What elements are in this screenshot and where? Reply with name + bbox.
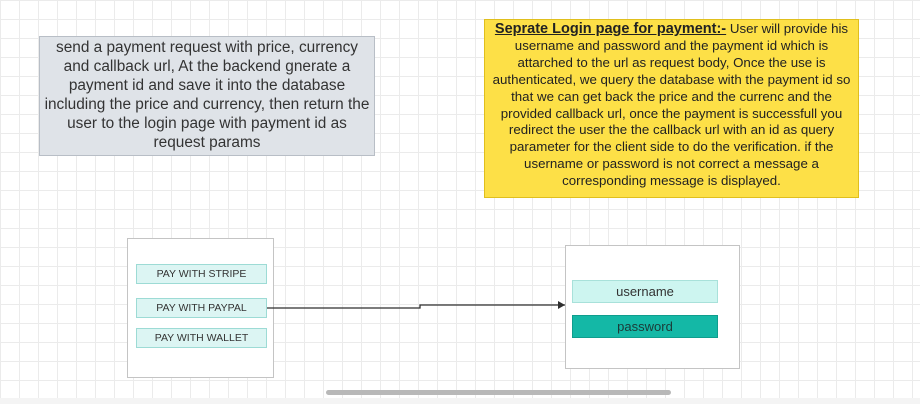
payment-request-note[interactable]: send a payment request with price, curre… <box>39 36 375 156</box>
username-label: username <box>616 284 674 299</box>
pay-with-paypal-label: PAY WITH PAYPAL <box>156 302 247 314</box>
pay-with-wallet-button[interactable]: PAY WITH WALLET <box>136 328 267 348</box>
login-form-frame[interactable] <box>565 245 740 369</box>
pay-with-stripe-button[interactable]: PAY WITH STRIPE <box>136 264 267 284</box>
username-field[interactable]: username <box>572 280 718 303</box>
password-field[interactable]: password <box>572 315 718 338</box>
password-label: password <box>617 319 673 334</box>
pay-with-paypal-button[interactable]: PAY WITH PAYPAL <box>136 298 267 318</box>
horizontal-scrollbar[interactable] <box>326 390 671 395</box>
arrow-head <box>558 301 565 309</box>
pay-with-wallet-label: PAY WITH WALLET <box>154 332 249 344</box>
payment-request-note-text: send a payment request with price, curre… <box>44 39 370 151</box>
login-page-note[interactable]: Seprate Login page for payment:- User wi… <box>484 19 859 198</box>
login-page-note-heading: Seprate Login page for payment:- <box>494 21 727 37</box>
pay-with-stripe-label: PAY WITH STRIPE <box>156 268 247 280</box>
login-page-note-body: User will provide his username and passw… <box>492 21 851 189</box>
connector-line <box>267 304 565 309</box>
canvas-bottom-edge <box>0 398 920 404</box>
